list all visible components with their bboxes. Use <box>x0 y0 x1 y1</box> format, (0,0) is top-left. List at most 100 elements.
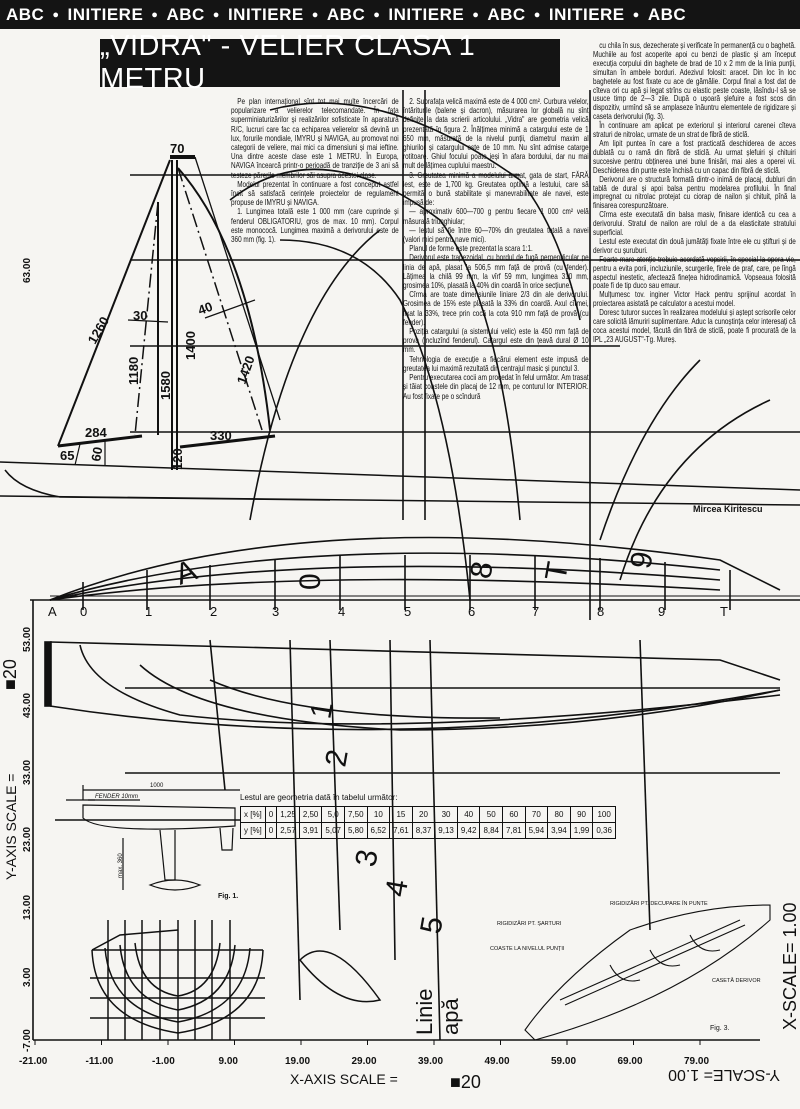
x-tick-label: 29.00 <box>352 1056 377 1067</box>
big-drawing-letter: 0 <box>294 573 327 590</box>
table-cell: 20 <box>411 806 436 823</box>
paragraph: În continuare am aplicat pe exteriorul ș… <box>593 121 796 140</box>
y-tick-label: 33.00 <box>22 760 33 785</box>
table-cell: 100 <box>592 806 616 823</box>
table-cell: 2,57 <box>276 822 300 839</box>
table-cell: 9,13 <box>434 822 458 839</box>
y-tick-label: 3.00 <box>22 967 33 987</box>
station-label: 7 <box>532 604 539 619</box>
station-label: 0 <box>80 604 87 619</box>
x-tick-label: -1.00 <box>152 1056 175 1067</box>
paragraph: 3. Greutatea minimă a modelului armat, g… <box>403 170 589 208</box>
y-scale-bottom: Y-SCALE= 1.00 <box>668 1066 780 1083</box>
paragraph: Doresc tuturor succes în realizarea mode… <box>593 308 796 344</box>
sail-dimension-label: 1260 <box>85 314 112 347</box>
big-drawing-letter: T <box>539 559 575 583</box>
table-cell: 10 <box>366 806 391 823</box>
sail-dimension-label: 330 <box>210 428 232 443</box>
row-header: x [%] <box>240 806 266 823</box>
article-column-1: Pe plan internațional sînt tot mai multe… <box>231 97 399 244</box>
table-cell: 30 <box>434 806 458 823</box>
table-intro: Lestul are geometria dată în tabelul urm… <box>240 793 397 802</box>
waterline-label-2: apă <box>438 998 463 1035</box>
fig3-labels: RIGIDIZĂRI PT. DECUPARE ÎN PUNTERIGIDIZĂ… <box>490 900 761 1032</box>
sail-dimension-label: 1580 <box>158 371 173 400</box>
big-drawing-letter: A <box>171 554 201 592</box>
table-cell: 5,0 <box>321 806 345 823</box>
big-section-number: 3 <box>349 847 384 869</box>
sail-dimension-label: 1420 <box>234 354 258 386</box>
station-label: 6 <box>468 604 475 619</box>
fig1-hull-profile <box>55 785 240 891</box>
table-cell: 5,80 <box>343 822 368 839</box>
x-tick-label: 39.00 <box>418 1056 443 1067</box>
banner-item: ABC <box>326 4 366 24</box>
station-label: 3 <box>272 604 279 619</box>
column-text: cu chila în sus, dezecherate și verifica… <box>593 41 796 345</box>
section-banner: ABC●INITIERE●ABC●INITIERE●ABC●INITIERE●A… <box>0 0 800 29</box>
sail-dimension-label: 40 <box>196 299 215 318</box>
lines-plan-profile <box>30 536 800 610</box>
station-label: T <box>720 604 728 619</box>
table-cell: 15 <box>389 806 413 823</box>
station-label: 8 <box>597 604 604 619</box>
paragraph: Lestul este executat din două jumătăți f… <box>593 236 796 255</box>
banner-item: INITIERE <box>548 4 625 24</box>
y-axis-scale: ■20 <box>0 659 20 690</box>
banner-bullet-icon: ● <box>151 8 159 21</box>
banner-bullet-icon: ● <box>373 8 381 21</box>
paragraph: Mulțumesc tov. inginer Victor Hack pentr… <box>593 290 796 309</box>
banner-item: INITIERE <box>388 4 465 24</box>
waterline-label-1: Linie <box>412 989 437 1035</box>
fig3-caption: Fig. 3. <box>710 1025 730 1032</box>
station-label: 1 <box>145 604 152 619</box>
table-cell: 70 <box>524 806 549 823</box>
y-axis-title: Y-AXIS SCALE = <box>3 774 19 880</box>
fig1-labels: 1000 FENDER 10mm max. 360 Fig. 1. <box>95 783 238 900</box>
paragraph: 2. Suprafața velică maximă este de 4 000… <box>403 97 589 171</box>
paragraph: Cîrma are toate dimensiunile liniare 2/3… <box>403 290 589 327</box>
sail-dimension-label: 1180 <box>126 357 141 385</box>
paragraph: Tehnologia de execuție a fiecărui elemen… <box>403 354 589 373</box>
paragraph: Derivorul este trapezoidal, cu bordul de… <box>403 253 589 291</box>
y-tick-label: -7.00 <box>22 1029 33 1052</box>
paragraph: Foarte mare atenție trebuie acordată vop… <box>593 254 796 291</box>
paragraph: Derivorul are o structură formată dintr-… <box>593 174 796 211</box>
article-column-3: cu chila în sus, dezecherate și verifica… <box>593 41 796 345</box>
x-tick-label: -11.00 <box>86 1056 114 1067</box>
row-header: y [%] <box>240 822 266 839</box>
banner-item: ABC <box>487 4 526 24</box>
paragraph: Modelul prezentat în continuare a fost c… <box>231 179 399 208</box>
table-cell: 5,07 <box>321 822 345 839</box>
station-label: 9 <box>658 604 665 619</box>
x-tick-label: 69.00 <box>618 1056 643 1067</box>
table-cell: 7,81 <box>502 822 526 839</box>
fig3-label: RIGIDIZĂRI PT. DECUPARE ÎN PUNTE <box>610 900 708 907</box>
x-axis-title: X-AXIS SCALE = <box>290 1071 398 1087</box>
paragraph: Pentru executarea cocii am procedat în f… <box>403 373 589 401</box>
sail-dimension-label: 60 <box>88 446 105 463</box>
paragraph: — lestul să fie între 60—70% din greutat… <box>403 225 589 245</box>
column-text: Pe plan internațional sînt tot mai multe… <box>231 97 399 244</box>
paragraph: — aproximativ 600—700 g pentru fiecare 1… <box>403 207 589 226</box>
table-cell: 50 <box>479 806 504 823</box>
banner-bullet-icon: ● <box>472 8 480 21</box>
table-cell: 60 <box>502 806 526 823</box>
table-cell: 3,94 <box>547 822 571 839</box>
sail-dimension-label: 1400 <box>183 331 198 360</box>
x-tick-label: 19.00 <box>285 1056 310 1067</box>
x-scale-right: X-SCALE= 1.00 <box>780 902 800 1030</box>
fig3-label: CASETĂ DERIVOR <box>712 977 761 984</box>
y-tick-label: 63.00 <box>22 258 33 283</box>
fig1-keel-label: max. 360 <box>118 853 124 878</box>
table-cell: 6,52 <box>366 822 391 839</box>
station-label: A <box>48 604 57 619</box>
table-cell: 1,99 <box>569 822 594 839</box>
table-cell: 8,84 <box>479 822 504 839</box>
x-tick-label: 49.00 <box>485 1056 510 1067</box>
paragraph: Pe plan internațional sînt tot mai multe… <box>231 97 399 180</box>
banner-bullet-icon: ● <box>311 8 319 21</box>
